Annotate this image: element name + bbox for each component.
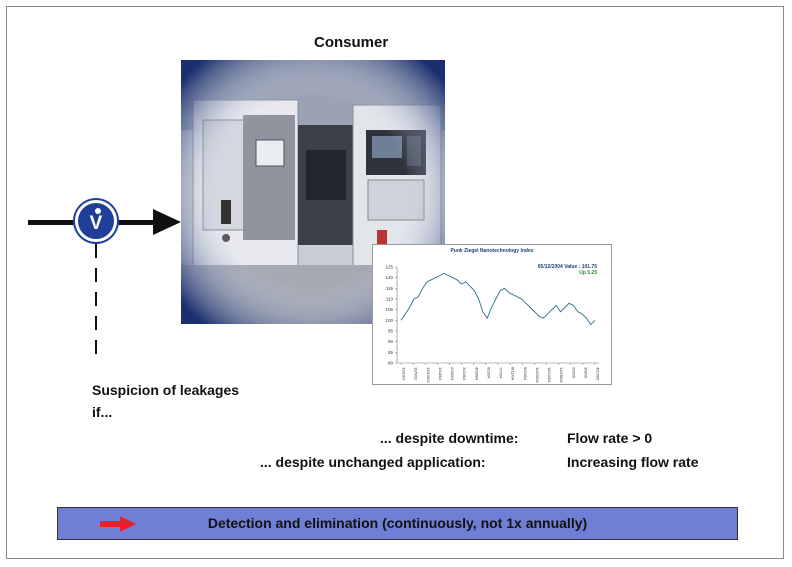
chart-y-tick-label: 115 (386, 286, 394, 291)
chart-y-tick-label: 125 (385, 265, 393, 270)
chart-x-tick-label: 9/15/04 (523, 367, 528, 381)
chart-x-tick-label: 11/5/03 (414, 367, 419, 381)
consumer-title: Consumer (314, 34, 389, 51)
flow-meter-icon: V (75, 200, 117, 242)
detection-banner: Detection and elimination (continuously,… (57, 507, 738, 540)
flow-chart: Punk Ziegel Nanotechnology Index 05/12/2… (372, 244, 612, 385)
chart-y-tick-label: 95 (388, 329, 394, 334)
chart-x-tick-label: 11/24/04 (547, 367, 552, 383)
chart-x-tick-label: 3/24/04 (462, 367, 467, 381)
chart-x-tick-label: 4/13/05 (596, 367, 601, 381)
chart-x-tick-label: 3/9/05 (583, 367, 588, 379)
chart-x-tick-label: 7/7/04 (499, 367, 504, 379)
condition-value-1: Flow rate > 0 (567, 430, 653, 446)
pipe-line-right (117, 220, 157, 225)
flow-arrow-head-icon (153, 209, 181, 235)
pipe-line-left (28, 220, 78, 225)
chart-plot: 80 85 90 95 100 105 110 115 120 125 10/1/03 11/5/03… (385, 265, 601, 384)
chart-y-tick-label: 100 (385, 318, 393, 323)
chart-y-tick-label: 105 (385, 307, 393, 312)
dashed-connector (95, 244, 97, 356)
chart-x-tick-label: 10/1/03 (402, 367, 407, 381)
chart-x-tick-label: 2/2/05 (571, 367, 576, 379)
chart-y-tick-label: 110 (386, 297, 394, 302)
chart-y-tick-label: 85 (388, 350, 394, 355)
meter-dot (95, 208, 101, 214)
meter-symbol: V (89, 213, 103, 234)
cnc-machine-photo (181, 60, 445, 324)
suspicion-line2: if... (92, 404, 113, 420)
chart-x-tick-label: 12/29/04 (559, 367, 564, 383)
red-arrow-icon (100, 516, 136, 532)
chart-y-tick-label: 90 (388, 339, 394, 344)
banner-text: Detection and elimination (continuously,… (207, 515, 588, 531)
chart-x-tick-label: 4/28/04 (474, 367, 479, 381)
condition-label-1: ... despite downtime: (380, 430, 519, 446)
chart-x-tick-label: 1/14/04 (438, 367, 443, 381)
chart-series-line (400, 272, 596, 326)
chart-x-tick-label: 8/11/04 (511, 367, 516, 381)
condition-value-2: Increasing flow rate (567, 454, 699, 470)
chart-value-note: 05/12/2004 Value : 101.75 (537, 264, 597, 270)
chart-dp-note: Up 5.25 (579, 270, 597, 276)
chart-x-tick-label: 12/10/03 (426, 367, 431, 383)
chart-x-tick-label: 2/18/04 (450, 367, 455, 381)
suspicion-text: Suspicion of leakages if... (92, 379, 239, 423)
chart-title: Punk Ziegel Nanotechnology Index (450, 248, 534, 254)
chart-y-tick-label: 120 (385, 275, 393, 280)
slide-frame (6, 6, 784, 559)
chart-y-tick-label: 80 (388, 361, 394, 366)
suspicion-line1: Suspicion of leakages (92, 382, 240, 398)
chart-x-tick-label: 10/20/04 (535, 367, 540, 383)
chart-x-tick-label: 6/2/04 (486, 367, 491, 379)
condition-label-2: ... despite unchanged application: (260, 454, 486, 470)
